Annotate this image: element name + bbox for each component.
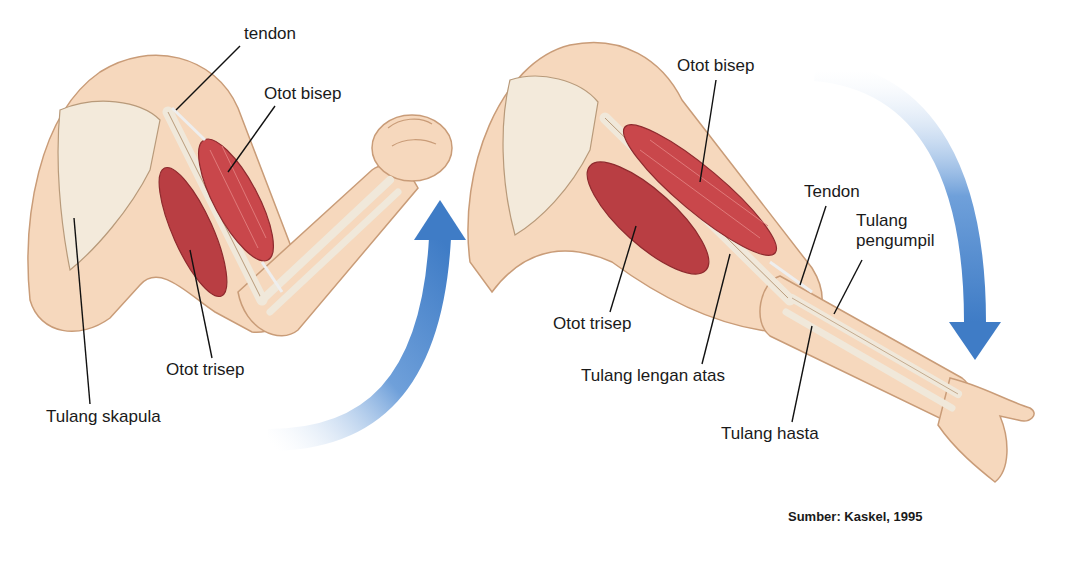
part-label: Tulang pengumpil — [855, 211, 957, 251]
part-label: Otot bisep — [676, 56, 756, 76]
tendon — [172, 108, 205, 140]
forearm-bone — [270, 192, 398, 312]
radius-bone — [792, 298, 958, 394]
part-label: Otot trisep — [552, 314, 632, 334]
tendon — [262, 262, 282, 292]
scapula-bone — [503, 76, 598, 235]
finger-lines — [388, 119, 436, 146]
part-label: Otot trisep — [165, 360, 245, 380]
leader-lines — [74, 46, 862, 422]
muscle-fibres — [210, 146, 266, 248]
flexed-arm — [28, 55, 452, 335]
part-label: tendon — [243, 24, 297, 44]
source-caption: Sumber: Kaskel, 1995 — [788, 509, 922, 524]
triceps-muscle — [572, 146, 724, 291]
triceps-muscle — [146, 160, 239, 304]
upper-arm-skin — [28, 55, 302, 332]
scapula-bone — [58, 101, 160, 270]
flex-arrow — [268, 200, 466, 440]
forearm-skin — [760, 276, 973, 426]
part-label: Tulang lengan atas — [580, 366, 726, 386]
part-label: Tendon — [803, 182, 861, 202]
extend-arrow — [815, 70, 1001, 360]
extended-arm — [468, 42, 1034, 482]
part-label: Tulang hasta — [720, 424, 820, 444]
part-label: Tulang skapula — [45, 407, 162, 427]
forearm-bone — [262, 180, 390, 300]
fist — [372, 115, 452, 181]
bone-outline — [792, 298, 958, 394]
ulna-bone — [786, 312, 952, 408]
part-label: Otot bisep — [263, 84, 343, 104]
